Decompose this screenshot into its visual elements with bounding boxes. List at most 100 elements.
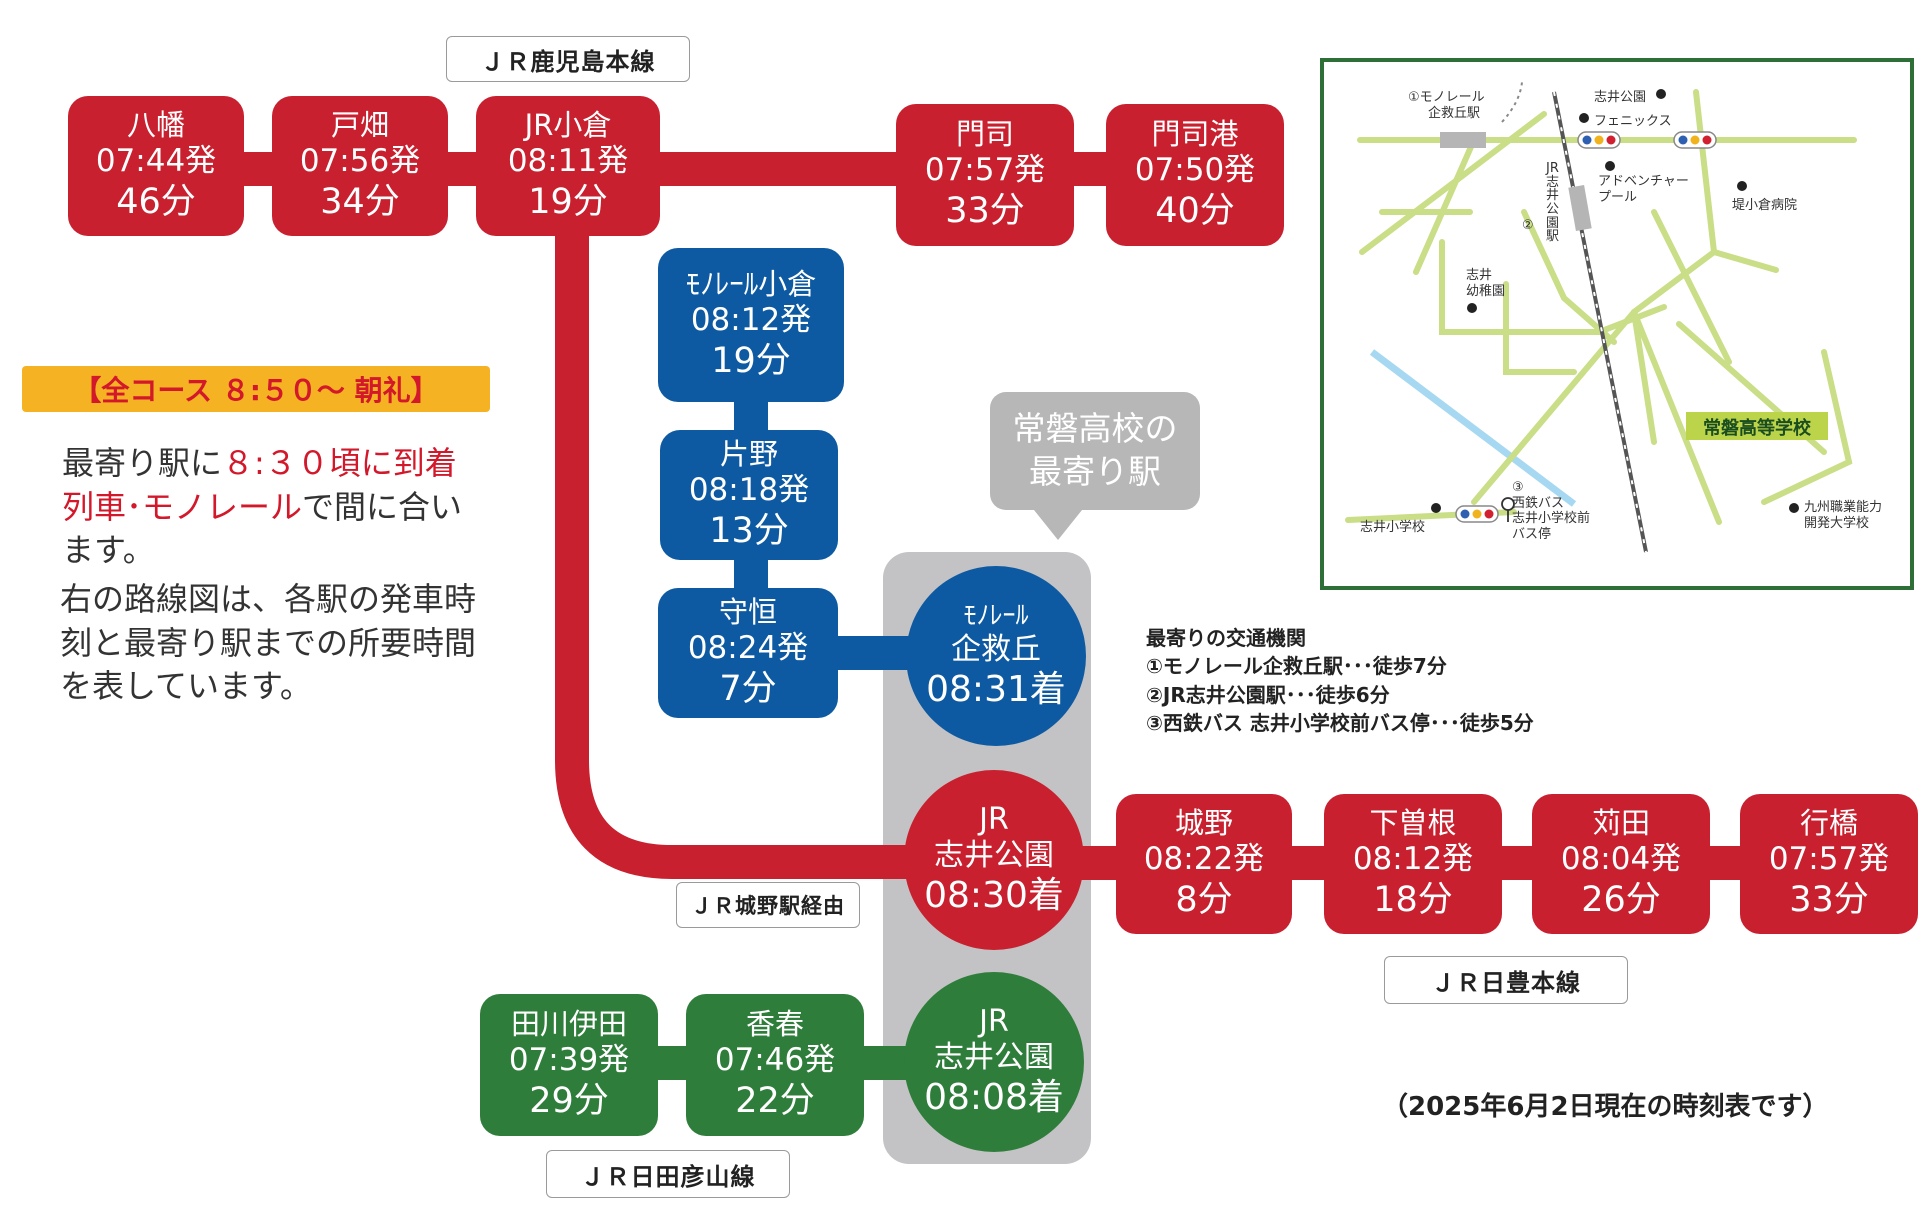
station-tagawa-ita: 田川伊田 07:39発 29分 <box>480 994 658 1136</box>
map-label-line: プール <box>1598 189 1638 205</box>
travel-minutes: 33分 <box>945 191 1025 232</box>
map-label-school: 常磐高等学校 <box>1703 418 1811 439</box>
station-name: 八幡 <box>126 108 185 143</box>
transit-item: ①モノレール企救丘駅･･･徒歩7分 <box>1146 654 1447 679</box>
departure-time: 07:44発 <box>95 143 217 180</box>
travel-minutes: 19分 <box>528 182 608 223</box>
map-road <box>1631 249 1717 315</box>
callout-pointer <box>1034 510 1082 540</box>
map-road <box>1521 209 1617 345</box>
station-name: 下曽根 <box>1369 806 1457 841</box>
map-label-jr-station-name: JR志井公園駅 <box>1546 161 1560 245</box>
hub-arrival: 08:30着 <box>924 875 1064 917</box>
departure-time: 08:04発 <box>1560 841 1682 878</box>
map-traffic-light <box>1673 131 1717 149</box>
map-traffic-light <box>1577 131 1621 149</box>
arrival-note-trains: 列車･モノレール <box>62 487 303 526</box>
station-mojiko: 門司港 07:50発 40分 <box>1106 104 1284 246</box>
map-river <box>1369 349 1577 507</box>
departure-time: 07:46発 <box>714 1042 836 1079</box>
hub-jr-shiikoen-green: JR 志井公園 08:08着 <box>904 972 1084 1152</box>
map-railway <box>1552 91 1648 553</box>
callout-line1: 常磐高校の <box>1012 409 1178 449</box>
station-name: 戸畑 <box>330 108 389 143</box>
travel-minutes: 7分 <box>719 669 777 710</box>
map-label-line: 志井小学校前 <box>1512 511 1591 527</box>
departure-time: 07:39発 <box>508 1042 630 1079</box>
arrival-note: 最寄り駅に８:３０頃に到着列車･モノレールで間に合います。 <box>62 442 482 573</box>
map-label-kindergarten: 志井 幼稚園 <box>1466 268 1505 299</box>
arrival-note-b: で間に合います。 <box>62 487 463 570</box>
map-monorail-station <box>1440 132 1486 148</box>
station-name: 行橋 <box>1799 806 1858 841</box>
hub-line2: 企救丘 <box>951 632 1041 667</box>
station-katano: 片野 08:18発 13分 <box>660 430 838 560</box>
map-label-monorail-station: ①モノレール 企救丘駅 <box>1408 90 1485 121</box>
map-label-line: 開発大学校 <box>1804 515 1870 531</box>
map-dot-phoenix <box>1579 113 1589 123</box>
map-road <box>1413 137 1477 275</box>
departure-time: 08:12発 <box>1352 841 1474 878</box>
travel-minutes: 19分 <box>711 341 791 382</box>
map-dot-kindergarten <box>1467 303 1477 313</box>
transit-item: ③西鉄バス 志井小学校前バス停･･･徒歩5分 <box>1146 711 1534 736</box>
travel-minutes: 40分 <box>1155 191 1235 232</box>
travel-minutes: 33分 <box>1789 880 1869 921</box>
hub-arrival: 08:08着 <box>924 1077 1064 1119</box>
station-name: 城野 <box>1174 806 1233 841</box>
map-road <box>1761 349 1853 505</box>
travel-minutes: 13分 <box>709 511 789 552</box>
travel-minutes: 26分 <box>1581 880 1661 921</box>
map-label-line: ①モノレール <box>1408 90 1485 105</box>
transit-title: 最寄りの交通機関 <box>1146 626 1306 650</box>
hub-jr-shiikoen-red: JR 志井公園 08:30着 <box>904 770 1084 950</box>
station-monorail-kokura: ﾓﾉﾚｰﾙ小倉 08:12発 19分 <box>658 248 844 402</box>
hitahikosan-line-label: ＪＲ日田彦山線 <box>546 1150 790 1198</box>
jono-line-label: ＪＲ城野駅経由 <box>676 882 860 928</box>
station-name: 門司港 <box>1151 117 1239 152</box>
station-moji: 門司 07:57発 33分 <box>896 104 1074 246</box>
map-jr-station <box>1568 184 1592 232</box>
travel-minutes: 22分 <box>735 1081 815 1122</box>
departure-time: 07:56発 <box>299 143 421 180</box>
map-label-num: ② <box>1522 218 1534 233</box>
hub-line1: JR <box>979 1004 1009 1040</box>
map-road <box>1631 309 1722 525</box>
station-name: ﾓﾉﾚｰﾙ小倉 <box>685 267 817 302</box>
station-kawara: 香春 07:46発 22分 <box>686 994 864 1136</box>
map-label-line: バス停 <box>1512 526 1552 542</box>
map-label-hospital: 堤小倉病院 <box>1732 198 1798 213</box>
travel-minutes: 8分 <box>1175 880 1233 921</box>
map-road <box>1711 249 1779 273</box>
travel-minutes: 34分 <box>320 182 400 223</box>
station-name: 門司 <box>955 117 1014 152</box>
map-dot-adventure <box>1605 161 1615 171</box>
map-road <box>1651 209 1732 365</box>
hub-arrival: 08:31着 <box>926 669 1066 710</box>
map-dot-shii-park <box>1656 89 1666 99</box>
transit-item: ②JR志井公園駅･･･徒歩6分 <box>1146 682 1390 707</box>
departure-time: 08:12発 <box>690 302 812 339</box>
map-dot-elementary <box>1431 503 1441 513</box>
map-label-line: 企救丘駅 <box>1428 105 1481 121</box>
map-label-adventure: アドベンチャー プール <box>1598 174 1689 205</box>
departure-time: 08:24発 <box>687 630 809 667</box>
station-name: 田川伊田 <box>510 1007 627 1042</box>
map-road <box>1693 89 1717 255</box>
station-name: 苅田 <box>1591 806 1650 841</box>
area-map-drawing <box>1345 81 1857 553</box>
map-label-phoenix: フェニックス <box>1594 114 1672 129</box>
departure-time: 08:22発 <box>1143 841 1265 878</box>
departure-time: 08:11発 <box>507 143 629 180</box>
station-name: 守恒 <box>718 595 777 630</box>
map-label-line: 幼稚園 <box>1466 283 1506 299</box>
map-label-num: ③ <box>1512 480 1524 495</box>
map-label-jr-station: ② <box>1522 218 1534 233</box>
map-label-line: アドベンチャー <box>1598 174 1689 189</box>
arrival-note-a: 最寄り駅に <box>62 444 223 482</box>
map-monorail-dotted <box>1501 81 1523 123</box>
station-jr-kokura: JR小倉 08:11発 19分 <box>476 96 660 236</box>
map-dot-polytech <box>1789 503 1799 513</box>
arrival-note-time: ８:３０頃に到着 <box>222 444 457 482</box>
